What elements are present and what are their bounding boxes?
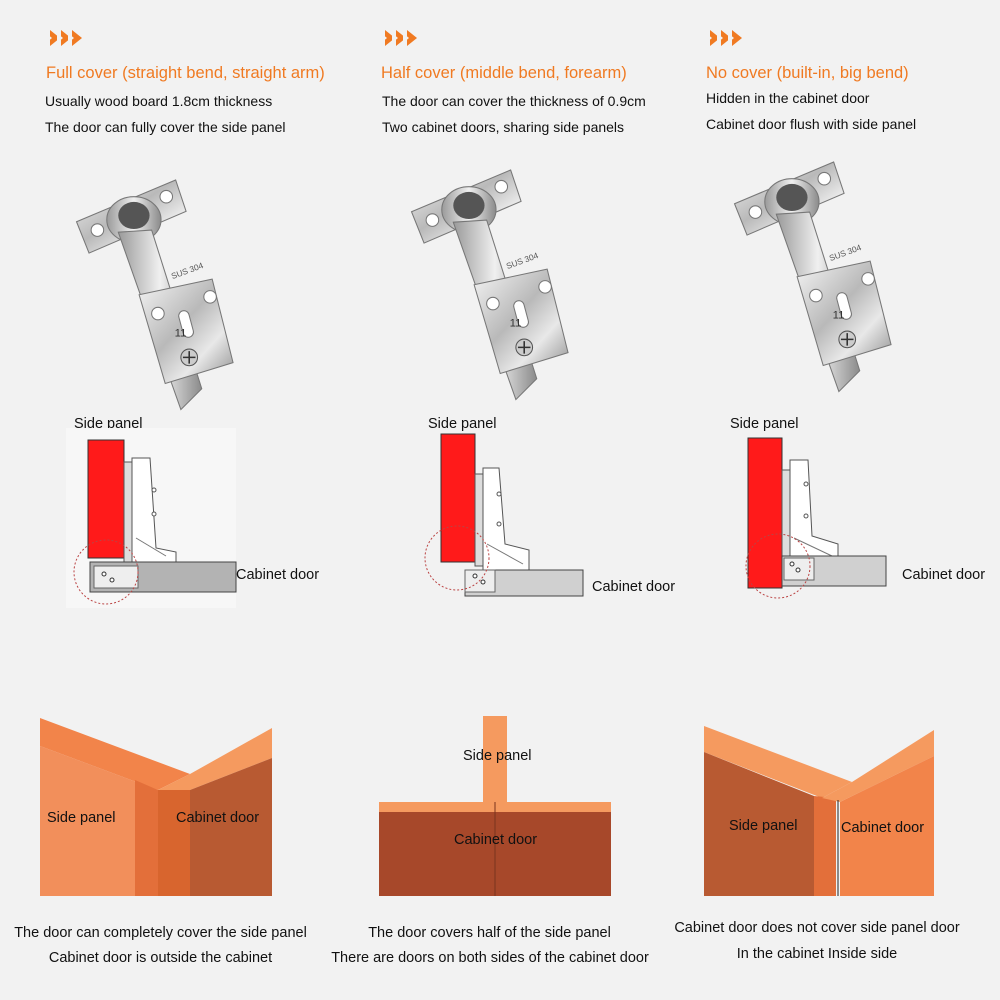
side-panel-label: Side panel <box>428 416 497 432</box>
block-cabinet-door-label: Cabinet door <box>176 810 260 826</box>
description-line-1: The door can cover the thickness of 0.9c… <box>382 93 646 109</box>
hinge-stamp: SUS 304 <box>170 260 205 281</box>
block-side-panel-label: Side panel <box>729 818 798 834</box>
section-heading: No cover (built-in, big bend) <box>706 64 909 82</box>
caption-line-1: The door covers half of the side panel <box>368 925 611 941</box>
caption-line-1: The door can completely cover the side p… <box>14 925 307 941</box>
description-line-2: Two cabinet doors, sharing side panels <box>382 119 625 135</box>
hinge-stamp: SUS 304 <box>505 250 540 271</box>
hinge-image: SUS 304 11 <box>75 179 234 411</box>
section-heading: Full cover (straight bend, straight arm) <box>46 64 325 82</box>
block-cabinet-door-label: Cabinet door <box>841 820 925 836</box>
hinge-image: SUS 304 11 <box>733 161 892 393</box>
half-cover-section-diagram <box>424 433 584 597</box>
description-line-1: Usually wood board 1.8cm thickness <box>45 93 273 109</box>
block-side-panel-label: Side panel <box>463 748 532 764</box>
column-no-cover: No cover (built-in, big bend) Hidden in … <box>666 0 999 1000</box>
section-heading: Half cover (middle bend, forearm) <box>381 64 627 82</box>
side-panel-label: Side panel <box>730 416 799 432</box>
column-full-cover: Full cover (straight bend, straight arm)… <box>0 0 333 1000</box>
hinge-number: 11 <box>833 310 845 322</box>
caption-line-2: In the cabinet Inside side <box>736 946 898 962</box>
hinge-number: 11 <box>510 318 522 330</box>
caption-line-1: Cabinet door does not cover side panel d… <box>674 920 960 936</box>
block-cabinet-door-label: Cabinet door <box>454 832 538 848</box>
description-line-2: Cabinet door flush with side panel <box>706 116 917 132</box>
caption-line-2: There are doors on both sides of the cab… <box>331 950 649 966</box>
half-cover-3d-block <box>379 716 611 896</box>
full-cover-section-diagram <box>66 428 237 608</box>
description-line-1: Hidden in the cabinet door <box>706 90 870 106</box>
hinge-image: SUS 304 11 <box>410 169 569 401</box>
block-side-panel-label: Side panel <box>47 810 116 826</box>
hinge-number: 11 <box>175 328 187 340</box>
caption-line-2: Cabinet door is outside the cabinet <box>48 950 273 966</box>
cabinet-door-label: Cabinet door <box>902 567 986 583</box>
cabinet-door-label: Cabinet door <box>592 579 676 595</box>
chevron-arrows-icon <box>706 30 743 46</box>
chevron-arrows-icon <box>381 30 418 46</box>
chevron-arrows-icon <box>46 30 83 46</box>
no-cover-section-diagram <box>745 437 887 599</box>
cabinet-door-label: Cabinet door <box>236 567 320 583</box>
column-half-cover: Half cover (middle bend, forearm) The do… <box>331 0 675 1000</box>
no-cover-3d-block <box>704 726 934 896</box>
hinge-stamp: SUS 304 <box>828 242 863 263</box>
description-line-2: The door can fully cover the side panel <box>45 119 286 135</box>
full-cover-3d-block <box>40 718 272 896</box>
